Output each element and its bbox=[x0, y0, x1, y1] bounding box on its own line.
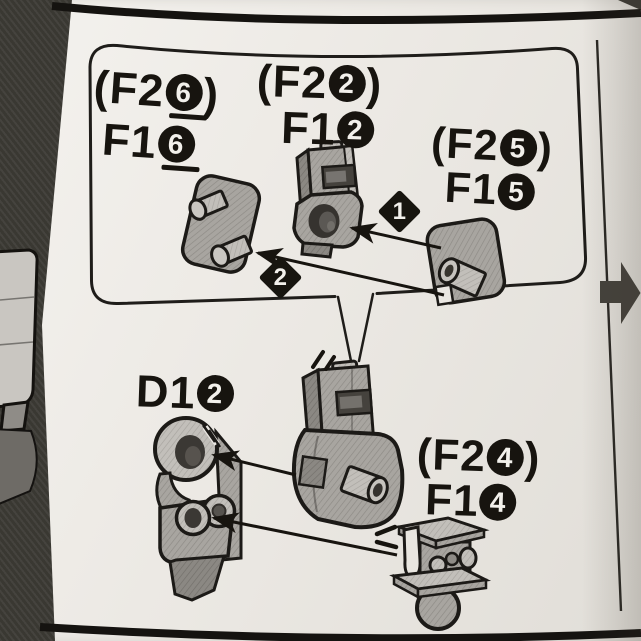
callout-f16-line2: F1 6 bbox=[100, 113, 217, 170]
label-text: F1 bbox=[100, 113, 159, 169]
callout-f12-line1: (F2 2 ) bbox=[255, 54, 384, 111]
part-d12 bbox=[153, 416, 243, 602]
part-f12 bbox=[292, 140, 364, 259]
snap-marks-f14 bbox=[374, 524, 399, 550]
label-text: (F2 bbox=[92, 60, 167, 117]
margin-leg-illustration bbox=[0, 248, 39, 505]
callout-d12: D1 2 bbox=[135, 365, 235, 419]
label-text: ) bbox=[365, 58, 384, 111]
label-text: F1 bbox=[424, 475, 480, 527]
callout-d12-line1: D1 2 bbox=[135, 365, 235, 419]
callout-f15: (F2 5 ) F1 5 bbox=[428, 118, 555, 215]
callout-f14: (F2 4 ) F1 4 bbox=[414, 429, 542, 527]
circled-number-5: 5 bbox=[498, 128, 538, 168]
assembly-arrow-1 bbox=[349, 223, 442, 250]
page-curve-shading bbox=[582, 0, 641, 641]
funnel-lines bbox=[336, 292, 375, 363]
label-text: (F2 bbox=[415, 429, 487, 482]
background-corner-sliver bbox=[618, 0, 641, 10]
next-panel-border bbox=[39, 623, 641, 641]
subassembly-box bbox=[88, 43, 588, 363]
circled-number-4: 4 bbox=[486, 438, 525, 477]
circled-number-2: 2 bbox=[195, 374, 235, 413]
label-text: ) bbox=[536, 124, 555, 174]
circled-number-4: 4 bbox=[478, 483, 518, 522]
part-f16 bbox=[180, 174, 262, 274]
callout-f16-line1: (F2 6 ) bbox=[92, 60, 221, 121]
callout-f12-line2: F1 2 bbox=[280, 101, 381, 155]
callout-f14-line1: (F2 4 ) bbox=[415, 429, 542, 484]
label-text: D1 bbox=[135, 365, 197, 419]
snap-marks-unit bbox=[311, 350, 336, 371]
callout-f14-line2: F1 4 bbox=[424, 475, 539, 527]
label-text: F1 bbox=[443, 163, 499, 215]
assembly-arrows-box bbox=[255, 223, 445, 297]
next-page-arrow-icon bbox=[600, 262, 641, 324]
label-text: (F2 bbox=[255, 54, 329, 109]
circled-number-6: 6 bbox=[156, 124, 196, 164]
part-f15 bbox=[425, 217, 507, 307]
callout-f12: (F2 2 ) F1 2 bbox=[254, 54, 384, 155]
circled-number-5: 5 bbox=[497, 172, 536, 212]
circled-number-2: 2 bbox=[327, 64, 366, 103]
assembly-arrow-2 bbox=[255, 248, 445, 297]
step-2-number: 2 bbox=[273, 263, 288, 291]
assembly-arrow-3 bbox=[211, 450, 297, 477]
column-divider-line bbox=[595, 39, 623, 612]
label-text: ) bbox=[201, 68, 221, 121]
label-text: ) bbox=[523, 433, 542, 484]
assembled-unit bbox=[291, 350, 405, 530]
circled-number-2: 2 bbox=[336, 110, 375, 149]
label-text: F1 bbox=[280, 101, 337, 155]
label-text: (F2 bbox=[429, 118, 500, 171]
prev-panel-border bbox=[51, 2, 641, 25]
assembly-arrow-4 bbox=[211, 512, 398, 557]
callout-f15-line2: F1 5 bbox=[443, 163, 552, 215]
part-f14 bbox=[374, 516, 492, 631]
circled-number-6: 6 bbox=[164, 72, 204, 113]
assembly-arrows-lower bbox=[211, 450, 398, 557]
callout-f16: (F2 6 ) F1 6 bbox=[89, 60, 221, 171]
step-1-number: 1 bbox=[392, 197, 407, 225]
